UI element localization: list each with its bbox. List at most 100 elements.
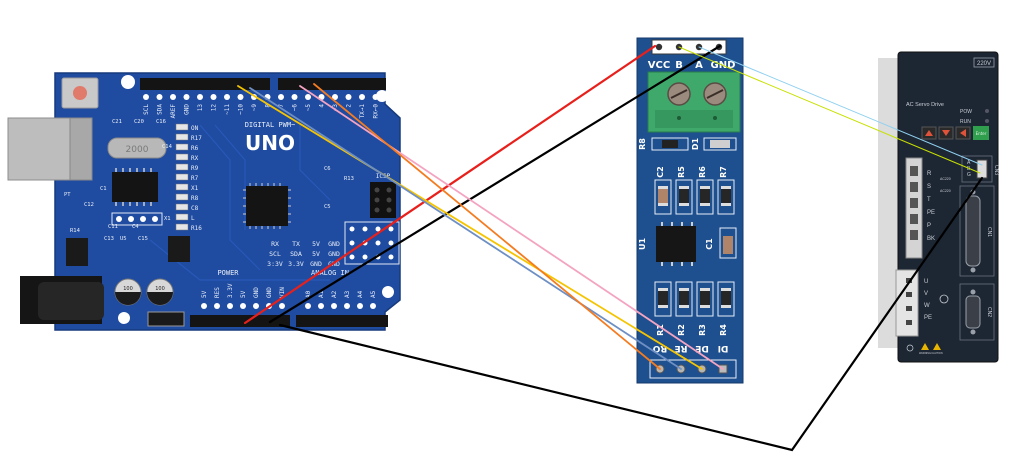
digital-pin-hole[interactable]: [170, 94, 176, 100]
component-label: C16: [156, 119, 166, 125]
smd-resistor: [658, 290, 668, 306]
analog-pin-label: A4: [357, 290, 364, 298]
digital-pin-label: SDA: [157, 104, 164, 115]
wire-black-servo: [278, 176, 984, 452]
resistor-outline: [654, 281, 672, 317]
component-label: X1: [164, 216, 171, 222]
component-label: C14: [162, 144, 173, 150]
component-label: X1: [191, 185, 199, 192]
digital-pin-hole[interactable]: [359, 94, 365, 100]
analog-pin-hole[interactable]: [370, 303, 376, 309]
wire-red: [243, 44, 657, 325]
pow-led: [985, 109, 989, 113]
cn1-label: CN1: [986, 227, 992, 237]
digital-pin-label: AREF: [170, 104, 177, 119]
terminal-screw: [703, 82, 727, 106]
digital-pin-hole[interactable]: [345, 94, 352, 100]
i2c-pad-label: GND: [310, 260, 322, 268]
capacitor: [658, 188, 668, 204]
digital-pin-hole[interactable]: [197, 94, 203, 100]
analog-pin-hole[interactable]: [344, 303, 350, 309]
analog-pin-label: A1: [318, 290, 325, 298]
power-pin-hole[interactable]: [279, 303, 285, 309]
resistor-outline: [675, 281, 693, 317]
run-led: [985, 119, 989, 123]
electrolytic-capacitor: [114, 278, 142, 306]
digital-pin-hole[interactable]: [291, 94, 298, 100]
power-pin-hole[interactable]: [201, 303, 207, 309]
regulator-chip: [168, 236, 190, 262]
digital-pin-hole[interactable]: [224, 94, 230, 100]
component-label: C11: [108, 224, 118, 230]
power-header: [190, 315, 290, 327]
analog-pin-hole[interactable]: [357, 303, 363, 309]
power-pin-hole[interactable]: [227, 303, 233, 309]
smd-resistor: [700, 290, 710, 306]
i2c-pad-label: 5V: [312, 250, 320, 258]
digital-pin-hole[interactable]: [237, 94, 244, 100]
rs485-pin-vcc[interactable]: [655, 43, 663, 51]
power-pin-hole[interactable]: [214, 303, 220, 309]
smd-resistor: [679, 290, 689, 306]
smd-resistor: [175, 123, 189, 131]
drive-title: AC Servo Drive: [906, 102, 944, 108]
component-label: C1: [100, 186, 107, 192]
mounting-hole: [121, 75, 135, 89]
smd-resistor: [175, 153, 189, 161]
digital-pin-hole[interactable]: [143, 94, 149, 100]
power-terminal-label: BK: [927, 236, 935, 242]
enter-button[interactable]: Enter: [973, 126, 989, 140]
i2c-pad-label: 5V: [312, 240, 320, 248]
component-label: R7: [191, 175, 199, 182]
icsp-header: [370, 182, 396, 218]
ground-symbol-icon: [906, 344, 914, 352]
wire-yellow: [237, 85, 703, 370]
cn1-connector[interactable]: [965, 195, 981, 267]
digital-pin-label: ~5: [305, 104, 312, 112]
cn2-connector[interactable]: [965, 295, 981, 329]
caution-triangle-icon: [933, 343, 941, 350]
component-label: R9: [191, 165, 199, 172]
rs485-component-label: R3: [698, 324, 707, 336]
terminal-screw: [667, 82, 691, 106]
digital-pin-hole[interactable]: [210, 94, 217, 100]
component-label: C12: [84, 202, 94, 208]
component-label: C20: [134, 119, 144, 125]
cn3-pin-label: B: [967, 166, 971, 172]
digital-pin-label: SCL: [143, 104, 150, 115]
down-button[interactable]: [938, 126, 954, 140]
left-button[interactable]: [955, 126, 971, 140]
component-label: U5: [120, 236, 127, 242]
up-button[interactable]: [921, 126, 937, 140]
rs485-component-label: R5: [677, 166, 686, 178]
rs485-component-label: R8: [638, 138, 647, 150]
rs485-pin-label: DE: [695, 343, 709, 353]
caution-label: CAUTION: [931, 352, 942, 355]
power-pin-hole[interactable]: [253, 303, 259, 309]
digital-pin-hole[interactable]: [372, 94, 379, 100]
digital-pin-hole[interactable]: [183, 94, 190, 100]
resistor-outline: [717, 281, 735, 317]
power-terminal-label: PE: [927, 210, 935, 216]
digital-pin-hole[interactable]: [156, 94, 163, 100]
max485-chip: [656, 226, 696, 262]
digital-pin-hole[interactable]: [305, 94, 311, 100]
component-label: R13: [344, 176, 354, 182]
digital-pin-hole[interactable]: [332, 94, 338, 100]
component-label: C5: [324, 204, 331, 210]
analog-header: [296, 315, 388, 327]
ac-servo-drive: 220V AC Servo Drive POW RUN Enter RSTPEP…: [878, 51, 999, 363]
digital-pin-label: RX←0: [373, 104, 380, 119]
arduino-uno-board: 2000 100 100: [7, 72, 401, 331]
motor-terminal-label: W: [924, 303, 930, 309]
digital-pin-hole[interactable]: [278, 94, 284, 100]
analog-pin-hole[interactable]: [305, 303, 311, 309]
i2c-pad-label: GND: [328, 250, 340, 258]
wire-orange: [313, 83, 661, 370]
analog-pin-hole[interactable]: [331, 303, 337, 309]
cn3-connector[interactable]: [976, 159, 988, 179]
power-pin-hole[interactable]: [240, 303, 246, 309]
analog-pin-hole[interactable]: [318, 303, 324, 309]
wire-lightblue: [698, 46, 983, 166]
rs485-component-label: R6: [698, 166, 707, 178]
